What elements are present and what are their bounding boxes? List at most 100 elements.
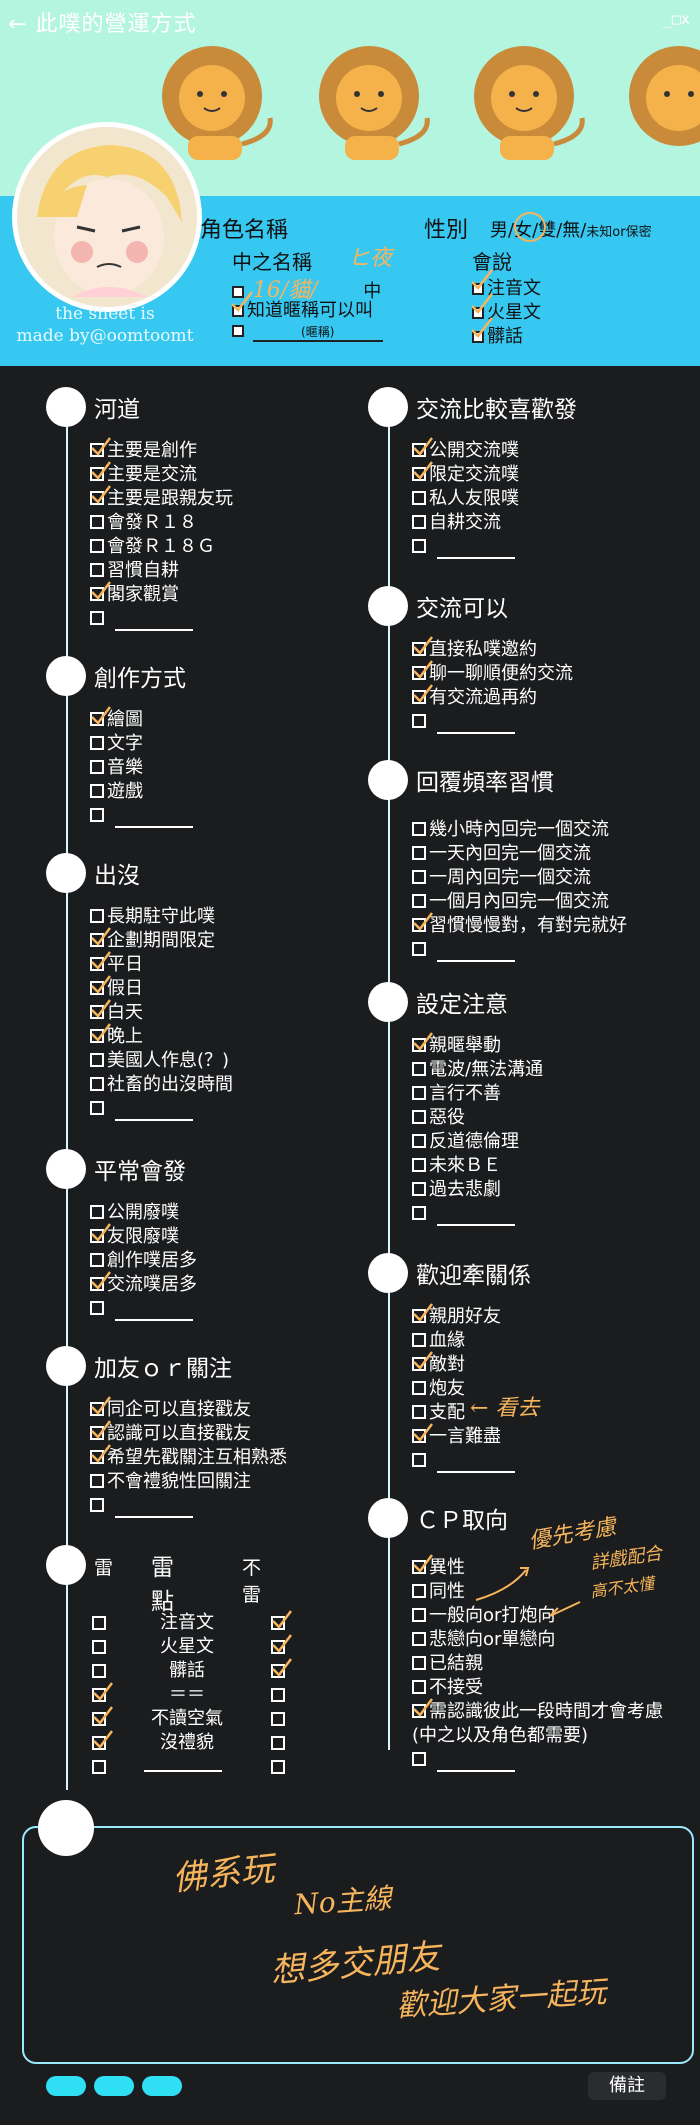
list-item[interactable]: 一個月內回完一個交流 [412,890,627,914]
list-item[interactable]: 友限廢噗 [90,1223,197,1249]
list-item[interactable]: 血緣 [412,1329,515,1353]
list-item[interactable]: 希望先戳關注互相熟悉 [90,1444,287,1470]
list-item[interactable]: 公開交流噗 [412,437,519,463]
list-item[interactable]: 已結親 [412,1652,663,1676]
blank-option[interactable] [412,1748,663,1772]
table-row: 髒話 [92,1656,292,1681]
section-dot [368,387,408,427]
list-item[interactable]: 幾小時內回完一個交流 [412,818,627,842]
list-item[interactable]: 主要是創作 [90,437,233,463]
blank-option[interactable] [412,535,519,559]
list-item[interactable]: 炮友 [412,1377,515,1401]
list-item[interactable]: 支配 [412,1401,515,1425]
section-title: 設定注意 [416,992,508,1018]
blank-option[interactable] [412,1449,515,1473]
list-item[interactable]: 同性 [412,1580,663,1604]
window-controls[interactable]: _□x [662,10,690,28]
section-title: 平常會發 [94,1159,186,1185]
option-list: 繪圖 文字 音樂 遊戲 [90,706,193,828]
page-indicator[interactable] [142,2076,182,2096]
list-item[interactable]: 會發Ｒ１８Ｇ [90,535,233,559]
list-item[interactable]: 交流噗居多 [90,1271,197,1297]
list-item[interactable]: 社畜的出沒時間 [90,1073,233,1097]
blank-option[interactable] [90,1297,197,1321]
list-item[interactable]: 閣家觀賞 [90,581,233,607]
circle-mark-icon [514,212,546,242]
list-item[interactable]: 習慣慢慢對，有對完就好 [412,912,627,938]
list-item[interactable]: 習慣自耕 [90,559,233,583]
section-dot [368,1498,408,1538]
list-item[interactable]: 一周內回完一個交流 [412,866,627,890]
blank-option[interactable] [412,1202,543,1226]
list-item[interactable]: 認識可以直接戳友 [90,1420,287,1446]
list-item[interactable]: 繪圖 [90,706,193,732]
list-item[interactable]: 直接私噗邀約 [412,636,573,662]
memo-button[interactable]: 備註 [588,2072,666,2100]
list-item[interactable]: 異性 [412,1554,663,1580]
blank-option[interactable] [90,1097,233,1121]
section-title: 歡迎牽關係 [416,1263,531,1289]
list-item[interactable]: 言行不善 [412,1082,543,1106]
list-item[interactable]: 主要是交流 [90,461,233,487]
blank-option[interactable] [412,710,573,734]
list-item[interactable]: 同企可以直接戳友 [90,1396,287,1422]
page-indicator[interactable] [94,2076,134,2096]
lion-illustration [474,46,585,160]
list-item[interactable]: 美國人作息(？) [90,1049,233,1073]
section-title: 交流可以 [416,596,508,622]
list-item[interactable]: 一言難盡 [412,1423,515,1449]
list-item[interactable]: 反道德倫理 [412,1130,543,1154]
avatar [12,122,202,312]
option-list: 親暱舉動 電波/無法溝通 言行不善 惡役 反道德倫理 未來ＢＥ 過去悲劇 [412,1032,543,1226]
list-item[interactable]: 有交流過再約 [412,684,573,710]
list-item[interactable]: 主要是跟親友玩 [90,485,233,511]
blank-option[interactable] [90,804,193,828]
page-indicator[interactable] [46,2076,86,2096]
list-item[interactable]: 平日 [90,951,233,977]
profile-header: ← 此噗的營運方式 _□x the sheet is made by@oomto… [0,0,700,366]
list-item[interactable]: 自耕交流 [412,511,519,535]
list-item[interactable]: 音樂 [90,756,193,780]
list-item[interactable]: 限定交流噗 [412,461,519,487]
list-item[interactable]: 創作噗居多 [90,1249,197,1273]
blank-option[interactable] [90,1494,287,1518]
list-item[interactable]: 文字 [90,732,193,756]
list-item[interactable]: 電波/無法溝通 [412,1058,543,1082]
list-item[interactable]: 敵對 [412,1351,515,1377]
option-list: 親朋好友 血緣 敵對 炮友 支配 一言難盡 [412,1303,515,1473]
list-item[interactable]: 親朋好友 [412,1303,515,1329]
section-dot [46,656,86,696]
option-list: 幾小時內回完一個交流 一天內回完一個交流 一周內回完一個交流 一個月內回完一個交… [412,818,627,962]
section-dot [368,1253,408,1293]
arrow-icon [475,1567,581,1617]
list-item[interactable]: 過去悲劇 [412,1178,543,1202]
blank-option[interactable] [412,938,627,962]
option-list: 主要是創作 主要是交流 主要是跟親友玩 會發Ｒ１８ 會發Ｒ１８Ｇ 習慣自耕 閣家… [90,437,233,631]
list-item[interactable]: 悲戀向or單戀向 [412,1628,663,1652]
lion-illustration [162,46,273,160]
list-item[interactable]: 晚上 [90,1023,233,1049]
list-item[interactable]: 遊戲 [90,780,193,804]
list-item[interactable]: 私人友限噗 [412,487,519,511]
list-item[interactable]: 親暱舉動 [412,1032,543,1058]
list-item[interactable]: 不會禮貌性回關注 [90,1470,287,1494]
list-item[interactable]: 假日 [90,975,233,1001]
list-item[interactable]: 一天內回完一個交流 [412,842,627,866]
checkbox[interactable] [232,325,244,337]
list-item[interactable]: 公開廢噗 [90,1201,197,1225]
blank-option[interactable] [90,607,233,631]
list-item[interactable]: 一般向or打炮向 [412,1604,663,1628]
handwritten-nickname: ヒ夜 [348,246,393,271]
arrow-left-icon[interactable]: ← [8,12,28,37]
list-item[interactable]: 聊一聊順便約交流 [412,660,573,686]
list-item[interactable]: 需認識彼此一段時間才會考慮 [412,1698,663,1724]
list-item[interactable]: 企劃期間限定 [90,927,233,953]
list-item[interactable]: 惡役 [412,1106,543,1130]
list-item[interactable]: 會發Ｒ１８ [90,511,233,535]
list-item[interactable]: 白天 [90,999,233,1025]
list-item[interactable]: 不接受 [412,1676,663,1700]
checkbox[interactable] [232,286,244,298]
list-item[interactable]: 未來ＢＥ [412,1154,543,1178]
list-item[interactable]: 長期駐守此噗 [90,905,233,929]
memo-box[interactable] [22,1826,694,2064]
